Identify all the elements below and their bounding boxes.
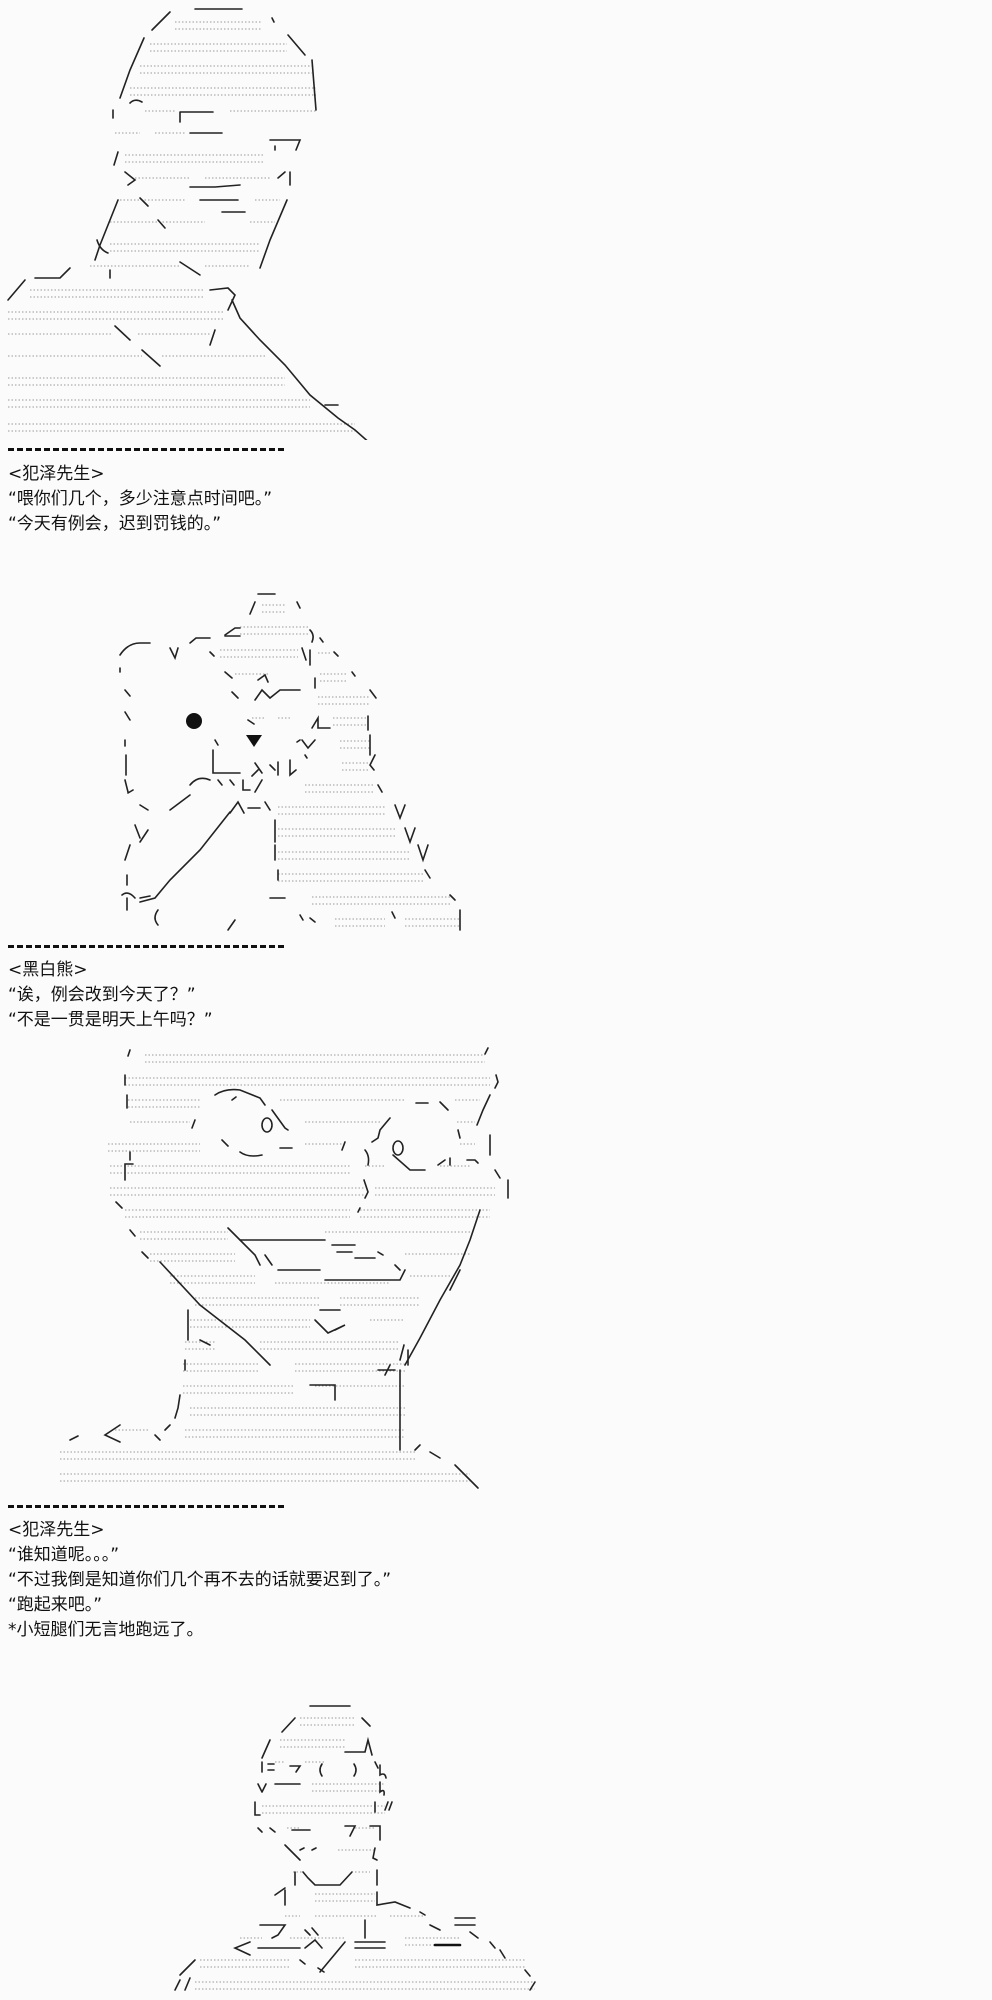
ascii-art-bear — [0, 580, 480, 940]
ascii-art-face-closeup — [0, 1040, 520, 1510]
speaker-name: <犯泽先生> — [8, 464, 105, 484]
dialogue-line: “喂你们几个，多少注意点时间吧。” — [8, 489, 273, 509]
ascii-art-man-portrait — [0, 0, 420, 440]
aa-portrait-glasses-icon — [174, 1705, 536, 1991]
dialogue-line: “不是一贯是明天上午吗？” — [8, 1010, 213, 1030]
dialogue-block: <犯泽先生> “谁知道呢。。。” “不过我倒是知道你们几个再不去的话就要迟到了。… — [8, 1518, 391, 1643]
speaker-name: <黑白熊> — [8, 960, 88, 980]
dialogue-line: “谁知道呢。。。” — [8, 1545, 120, 1565]
aa-portrait-man-icon — [7, 8, 368, 440]
aa-face-closeup-icon — [60, 1047, 509, 1489]
bear-nose-triangle-icon — [246, 735, 262, 747]
divider-line — [8, 448, 284, 451]
dialogue-block: <黑白熊> “诶，例会改到今天了？” “不是一贯是明天上午吗？” — [8, 958, 213, 1033]
speaker-name: <犯泽先生> — [8, 1520, 105, 1540]
dialogue-line: “跑起来吧。” — [8, 1595, 103, 1615]
bear-eye-dot-icon — [186, 713, 202, 729]
ascii-art-man-glasses — [0, 1680, 560, 2000]
dialogue-line: “不过我倒是知道你们几个再不去的话就要迟到了。” — [8, 1570, 392, 1590]
dialogue-line: “今天有例会，迟到罚钱的。” — [8, 514, 222, 534]
narration-line: *小短腿们无言地跑远了。 — [8, 1620, 204, 1640]
divider-line — [8, 945, 284, 948]
divider-line — [8, 1505, 284, 1508]
dialogue-block: <犯泽先生> “喂你们几个，多少注意点时间吧。” “今天有例会，迟到罚钱的。” — [8, 462, 272, 537]
aa-bear-icon — [119, 593, 461, 931]
dialogue-line: “诶，例会改到今天了？” — [8, 985, 196, 1005]
